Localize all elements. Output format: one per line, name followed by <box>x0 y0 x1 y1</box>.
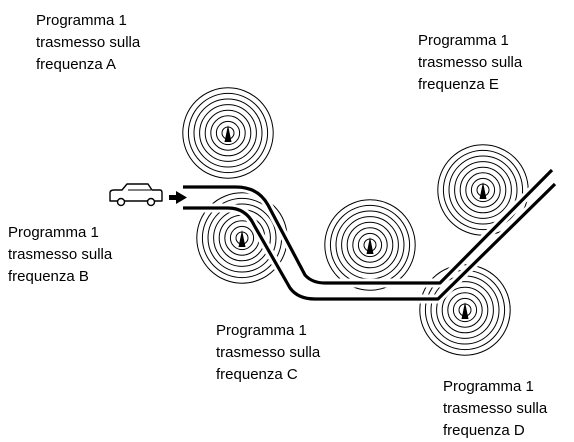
transmitter-c <box>324 199 416 291</box>
coverage-ring <box>459 166 507 214</box>
label-a-line-2: trasmesso sulla <box>36 34 141 51</box>
road-edge-upper <box>183 168 554 285</box>
coverage-ring <box>442 149 524 231</box>
arrow-right-icon <box>169 191 187 204</box>
coverage-ring <box>193 98 263 168</box>
coverage-ring <box>199 104 257 162</box>
coverage-ring <box>352 227 388 263</box>
antenna-tower-icon <box>224 125 232 142</box>
car-icon <box>109 183 163 207</box>
label-frequency-d: Programma 1 trasmesso sulla frequenza D <box>443 376 547 442</box>
coverage-ring <box>357 232 383 258</box>
coverage-ring <box>341 216 399 274</box>
label-b-line-2: trasmesso sulla <box>8 246 113 263</box>
label-frequency-c: Programma 1 trasmesso sulla frequenza C <box>216 320 320 386</box>
antenna-tower-icon <box>238 230 246 247</box>
label-c-line-2: trasmesso sulla <box>216 344 321 361</box>
coverage-ring <box>215 120 241 146</box>
label-frequency-b: Programma 1 trasmesso sulla frequenza B <box>8 222 112 288</box>
label-e-line-2: trasmesso sulla <box>418 54 523 71</box>
coverage-ring <box>470 177 496 203</box>
coverage-ring <box>210 115 246 151</box>
label-e-line-1: Programma 1 <box>418 32 509 49</box>
label-c-line-3: frequenza C <box>216 366 298 383</box>
coverage-ring <box>204 109 252 157</box>
label-frequency-e: Programma 1 trasmesso sulla frequenza E <box>418 30 522 96</box>
coverage-ring <box>452 297 478 323</box>
antenna-tower-icon <box>461 302 469 319</box>
label-c-line-1: Programma 1 <box>216 322 307 339</box>
label-a-line-1: Programma 1 <box>36 12 127 29</box>
label-b-line-3: frequenza B <box>8 268 89 285</box>
transmitter-d <box>419 264 511 356</box>
label-b-line-1: Programma 1 <box>8 224 99 241</box>
label-frequency-a: Programma 1 trasmesso sulla frequenza A <box>36 10 140 76</box>
antenna-tower-icon <box>366 237 374 254</box>
road-edge-lower <box>183 182 557 301</box>
road <box>183 166 559 304</box>
coverage-ring <box>447 292 483 328</box>
transmitter-b <box>196 192 288 284</box>
antenna-tower-icon <box>479 182 487 199</box>
transmitter-a <box>182 87 274 179</box>
coverage-ring <box>229 225 255 251</box>
coverage-ring <box>465 172 501 208</box>
label-a-line-3: frequenza A <box>36 56 117 73</box>
coverage-ring <box>441 286 489 334</box>
label-d-line-3: frequenza D <box>443 422 525 439</box>
coverage-ring <box>436 281 494 339</box>
coverage-ring <box>187 92 269 174</box>
coverage-ring <box>207 203 277 273</box>
label-d-line-2: trasmesso sulla <box>443 400 548 417</box>
label-d-line-1: Programma 1 <box>443 378 534 395</box>
coverage-ring <box>448 155 518 225</box>
coverage-ring <box>454 161 512 219</box>
coverage-ring <box>346 221 394 269</box>
label-e-line-3: frequenza E <box>418 76 499 93</box>
